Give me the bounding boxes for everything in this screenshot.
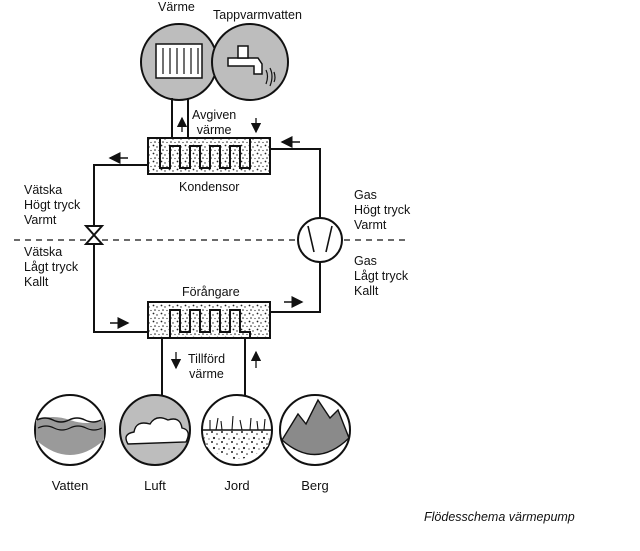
water-icon xyxy=(34,394,106,466)
figure-caption: Flödesschema värmepump xyxy=(424,510,575,524)
right-upper-state: Gas Högt tryck Varmt xyxy=(354,188,411,232)
heat-label: Värme xyxy=(158,0,195,14)
compressor-icon xyxy=(297,217,343,263)
source-water-label: Vatten xyxy=(51,478,89,493)
cloud-icon xyxy=(119,394,191,466)
evaporator-label: Förångare xyxy=(182,285,240,299)
left-lower-state: Vätska Lågt tryck Kallt xyxy=(24,245,79,289)
refrigerant-loop xyxy=(93,148,321,333)
expansion-valve-icon xyxy=(83,225,105,245)
faucet-icon xyxy=(211,23,289,101)
mountain-icon xyxy=(279,394,351,466)
source-rock-label: Berg xyxy=(301,478,329,493)
radiator-icon xyxy=(140,23,218,101)
supplied-heat-label: Tillförd värme xyxy=(188,352,226,381)
source-air-label: Luft xyxy=(144,478,166,493)
condenser-box xyxy=(147,137,271,175)
hot-water-label: Tappvarmvatten xyxy=(213,8,302,22)
given-heat-label: Avgiven värme xyxy=(192,108,237,137)
evaporator-box xyxy=(147,301,271,339)
source-ground-label: Jord xyxy=(224,478,250,493)
condenser-label: Kondensor xyxy=(179,180,240,194)
left-upper-state: Vätska Högt tryck Varmt xyxy=(24,183,81,227)
right-lower-state: Gas Lågt tryck Kallt xyxy=(354,254,409,298)
soil-icon xyxy=(201,394,273,466)
